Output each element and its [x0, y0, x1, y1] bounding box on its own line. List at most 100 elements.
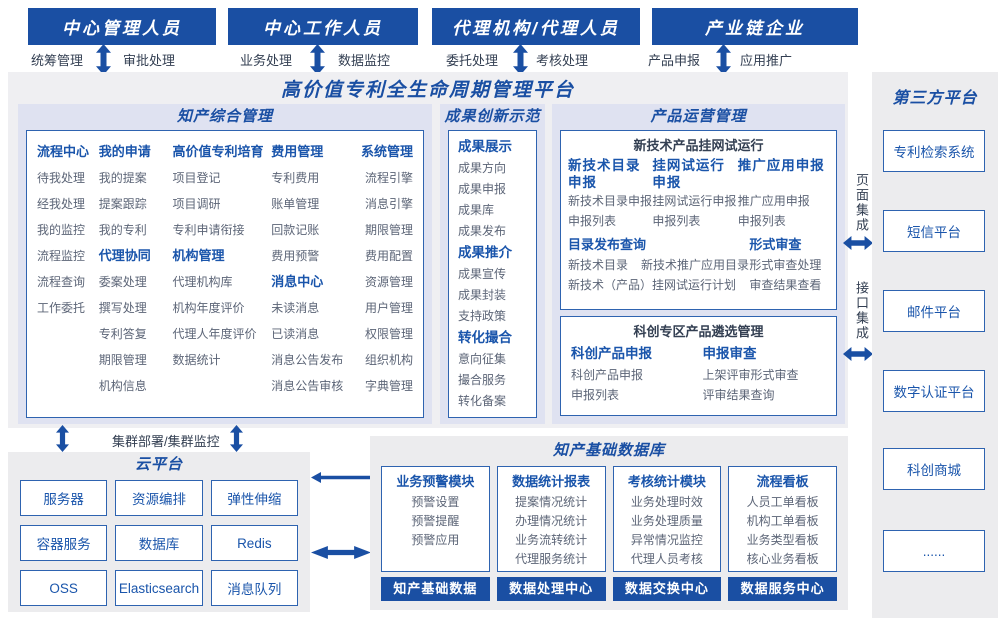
group-header: 机构管理 — [172, 248, 225, 263]
vertical-double-arrow-icon — [56, 425, 69, 452]
menu-column: 挂网试运行申报 挂网试运行申报 申报列表 — [652, 157, 737, 231]
ip-columns-box: 流程中心 待我处理 经我处理 我的监控 流程监控 流程查询 工作委托 我的申请 … — [26, 130, 424, 418]
role-function-label: 数据监控 — [337, 52, 390, 68]
role-functions: 业务处理 数据监控 — [240, 49, 390, 69]
menu-item: 核心业务看板 — [746, 552, 819, 566]
menu-item: 项目登记 — [172, 171, 221, 185]
menu-item: 人员工单看板 — [746, 495, 819, 509]
menu-item: 权限管理 — [364, 327, 413, 341]
dc-footer-box: 知产基础数据 — [381, 577, 490, 601]
menu-item: 成果封装 — [458, 288, 507, 302]
menu-item: 成果发布 — [458, 224, 507, 238]
group-header: 业务预警模块 — [396, 474, 475, 489]
role-header-center-staff: 中心工作人员 — [228, 8, 418, 45]
menu-item: 专利费用 — [271, 171, 320, 185]
group-header: 高价值专利培育 — [172, 144, 264, 159]
cluster-label: 集群部署/集群监控 — [112, 434, 220, 449]
cloud-service-box: 资源编排 — [115, 480, 203, 516]
section-title: 第三方平台 — [892, 90, 978, 107]
group-header: 目录发布查询 — [568, 237, 647, 252]
menu-item: 业务流转统计 — [515, 533, 588, 547]
menu-item: 未读消息 — [271, 301, 320, 315]
menu-item: 撮合服务 — [458, 373, 507, 387]
menu-item: 消息公告发布 — [271, 353, 344, 367]
box-title: 科创专区产品遴选管理 — [633, 324, 764, 339]
trial-run-box: 新技术产品挂网试运行 新技术目录申报 新技术目录申报 申报列表 挂网试运行申报 … — [560, 130, 837, 310]
group-header: 挂网试运行申报 — [652, 158, 725, 190]
menu-item: 支持政策 — [458, 309, 507, 323]
box-title: 新技术产品挂网试运行 — [633, 138, 764, 153]
menu-item: 专利申请衔接 — [172, 223, 245, 237]
menu-item: 账单管理 — [271, 197, 320, 211]
menu-item: 评审结果查询 — [702, 388, 775, 402]
section-title: 知产基础数据库 — [552, 442, 665, 459]
menu-item: 机构工单看板 — [746, 514, 819, 528]
third-party-box: 短信平台 — [883, 210, 985, 252]
menu-item: 业务处理质量 — [630, 514, 703, 528]
cloud-service-box: 弹性伸缩 — [210, 480, 298, 516]
menu-item: 形式审查处理 — [749, 258, 822, 272]
menu-item: 工作委托 — [37, 301, 86, 315]
dc-columns: 业务预警模块 预警设置 预警提醒 预警应用 知产基础数据 数据统计报表 提案情况… — [370, 466, 848, 601]
section-data-center: 知产基础数据库 业务预警模块 预警设置 预警提醒 预警应用 知产基础数据 数据统… — [370, 436, 848, 610]
group-header: 新技术目录申报 — [568, 158, 641, 190]
dc-footer-box: 数据服务中心 — [728, 577, 837, 601]
menu-item: 转化备案 — [458, 394, 507, 408]
api-integration-label: 接口集成 — [854, 281, 869, 341]
menu-item: 新技术推广应用目录 — [641, 258, 750, 272]
role-header-agency: 代理机构/代理人员 — [432, 8, 640, 45]
group-header: 形式审查 — [749, 237, 802, 252]
menu-item: 流程监控 — [37, 249, 86, 263]
menu-item: 资源管理 — [364, 275, 413, 289]
menu-item: 提案跟踪 — [98, 197, 147, 211]
role-function-label: 委托处理 — [446, 52, 499, 68]
menu-item: 费用配置 — [364, 249, 413, 263]
third-party-box: 数字认证平台 — [883, 370, 985, 412]
section-achievement: 成果创新示范 成果展示 成果方向 成果申报 成果库 成果发布 成果推介 成果宣传… — [440, 104, 545, 424]
menu-item: 代理人员考核 — [630, 552, 703, 566]
cloud-service-box: 服务器 — [20, 480, 108, 516]
menu-item: 期限管理 — [98, 353, 147, 367]
group-header: 消息中心 — [271, 274, 324, 289]
page-integration-label: 页面集成 — [854, 173, 869, 233]
menu-column: 流程中心 待我处理 经我处理 我的监控 流程监控 流程查询 工作委托 — [37, 139, 97, 409]
section-cloud-platform: 云平台 服务器 资源编排 弹性伸缩 容器服务 数据库 Redis OSS Ela… — [8, 452, 310, 612]
menu-column: 推广应用申报 推广应用申报 申报列表 — [738, 157, 829, 231]
dc-column: 业务预警模块 预警设置 预警提醒 预警应用 知产基础数据 — [381, 466, 490, 601]
menu-item: 待我处理 — [37, 171, 86, 185]
section-ip-management: 知产综合管理 流程中心 待我处理 经我处理 我的监控 流程监控 流程查询 工作委… — [18, 104, 432, 424]
menu-item: 预警设置 — [411, 495, 460, 509]
role-function-label: 审批处理 — [122, 52, 175, 68]
menu-column: 我的申请 我的提案 提案跟踪 我的专利 代理协同 委案处理 撰写处理 专利答复 … — [99, 139, 171, 409]
menu-column: 形式审查 形式审查处理 审查结果查看 — [749, 235, 829, 295]
menu-item: 审查结果查看 — [749, 278, 822, 292]
menu-item: 机构年度评价 — [172, 301, 245, 315]
dc-column: 流程看板 人员工单看板 机构工单看板 业务类型看板 核心业务看板 数据服务中心 — [728, 466, 837, 601]
menu-item: 流程查询 — [37, 275, 86, 289]
menu-item: 经我处理 — [37, 197, 86, 211]
menu-column: 高价值专利培育 项目登记 项目调研 专利申请衔接 机构管理 代理机构库 机构年度… — [173, 139, 270, 409]
menu-column: 申报审查 上架评审形式审查 评审结果查询 — [703, 343, 826, 405]
group-header: 成果推介 — [458, 245, 512, 260]
role-function-label: 应用推广 — [739, 52, 792, 68]
menu-item: 成果库 — [458, 203, 495, 217]
menu-column: 新技术目录申报 新技术目录申报 申报列表 — [568, 157, 652, 231]
role-header-center-admin: 中心管理人员 — [28, 8, 216, 45]
group-header: 推广应用申报 — [737, 158, 825, 173]
menu-item: 代理服务统计 — [515, 552, 588, 566]
menu-item: 我的提案 — [98, 171, 147, 185]
group-header: 代理协同 — [98, 248, 151, 263]
menu-item: 字典管理 — [364, 379, 413, 393]
section-title: 云平台 — [134, 456, 183, 473]
group-header: 转化撮合 — [458, 330, 512, 345]
menu-item: 申报列表 — [571, 388, 620, 402]
menu-item: 项目调研 — [172, 197, 221, 211]
menu-item: 异常情况监控 — [630, 533, 703, 547]
menu-item: 我的专利 — [98, 223, 147, 237]
menu-item: 推广应用申报 — [737, 194, 810, 208]
dc-footer-box: 数据交换中心 — [612, 577, 722, 601]
menu-item: 申报列表 — [652, 214, 701, 228]
role-function-label: 业务处理 — [240, 52, 293, 68]
horizontal-double-arrow-icon — [843, 347, 873, 361]
